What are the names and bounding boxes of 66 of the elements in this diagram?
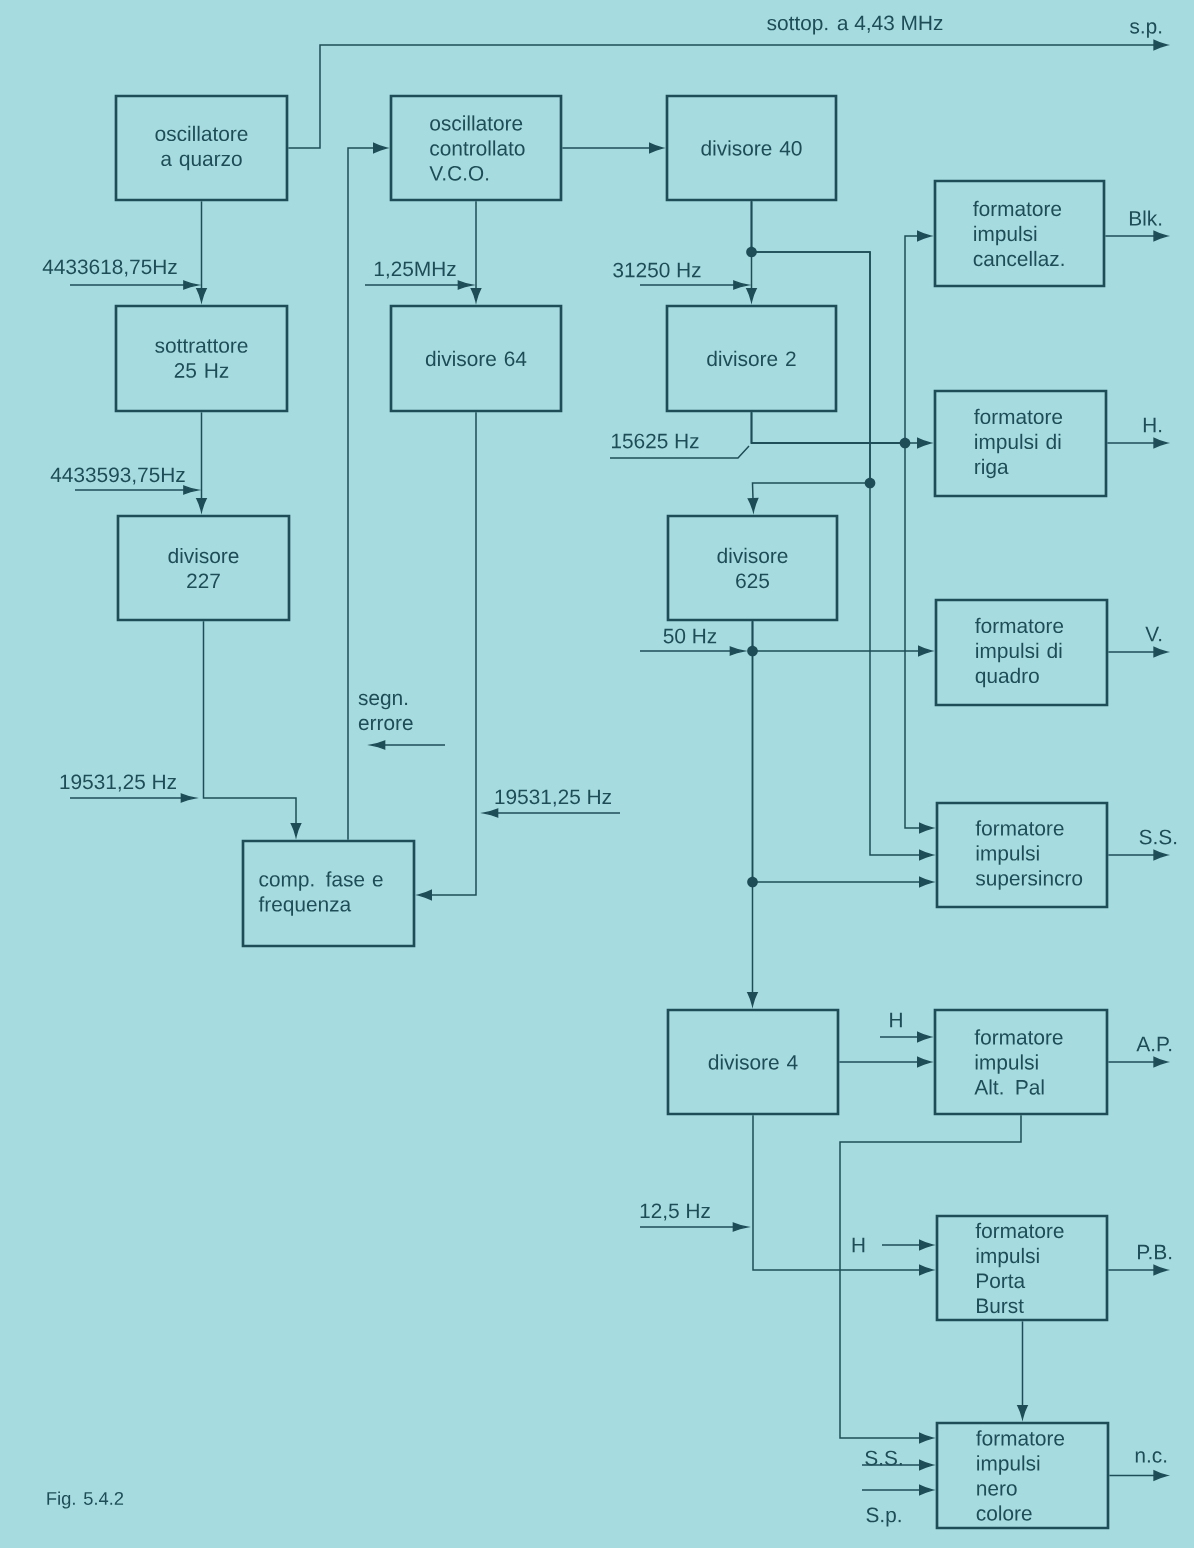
arrow (287, 39, 1168, 149)
block-box: formatore impulsi Porta Burst (935, 1214, 1109, 1322)
figure-caption: Fig. 5.4.2 (47, 1491, 124, 1509)
arrow (861, 1459, 934, 1471)
arrow (1017, 1320, 1028, 1420)
frequency-label: segn. errore (358, 693, 413, 731)
frequency-label: 19531,25 Hz (495, 789, 611, 807)
frequency-label: sottop. a 4,43 MHz (767, 15, 943, 35)
arrow (417, 411, 477, 901)
block-box: formatore impulsi supersincro (935, 801, 1109, 909)
block-box: divisore 2 (665, 304, 838, 413)
frequency-label: 4433593,75Hz (50, 467, 185, 485)
block-box: comp. fase e frequenza (241, 839, 416, 948)
arrow (347, 142, 388, 841)
signal-label: s.p. (1130, 22, 1162, 38)
arrow (196, 411, 207, 513)
block-box: sottrattore 25 Hz (114, 304, 289, 413)
frequency-label: 12,5 Hz (640, 1203, 710, 1221)
block-box: divisore 4 (666, 1008, 840, 1116)
arrow (1108, 1470, 1168, 1481)
frequency-label: 1,25MHz (374, 261, 456, 279)
arrow (1107, 1056, 1168, 1068)
block-box: divisore 625 (666, 514, 839, 622)
block-box: formatore impulsi di quadro (934, 598, 1109, 707)
signal-label: A.P. (1136, 1036, 1172, 1052)
arrow (752, 1114, 934, 1276)
signal-label: S.S. (865, 1450, 902, 1466)
arrow (839, 1114, 1022, 1444)
frequency-label: 19531,25 Hz (60, 774, 176, 792)
signal-label: V. (1145, 626, 1162, 642)
signal-label: H. (1143, 417, 1162, 433)
arrow (838, 1056, 932, 1068)
signal-label: H (852, 1237, 865, 1253)
signal-label: H (890, 1012, 902, 1028)
arrow (750, 411, 934, 834)
arrow (196, 200, 207, 303)
arrow (1107, 1264, 1168, 1276)
block-box: oscillatore a quarzo (114, 94, 289, 202)
arrow (747, 200, 871, 513)
arrow (1106, 437, 1168, 449)
arrow (561, 142, 664, 154)
arrow (470, 200, 482, 303)
arrow (1107, 646, 1168, 658)
frequency-label: 4433618,75Hz (42, 259, 177, 277)
signal-label: n.c. (1135, 1451, 1167, 1463)
arrow (861, 1484, 934, 1496)
arrow (879, 1031, 932, 1043)
arrow (1104, 230, 1168, 242)
signal-label: S.S. (1139, 829, 1177, 845)
block-box: divisore 227 (116, 514, 291, 622)
arrow (202, 620, 302, 838)
signal-label: Blk. (1129, 210, 1162, 226)
block-box: divisore 40 (665, 94, 838, 202)
block-box: formatore impulsi di riga (933, 389, 1108, 498)
block-box: oscillatore controllato V.C.O. (389, 94, 563, 202)
block-box: formatore impulsi cancellaz. (933, 179, 1106, 288)
block-box: formatore impulsi nero colore (935, 1421, 1110, 1530)
frequency-label: 31250 Hz (613, 262, 701, 278)
arrow (881, 1239, 934, 1251)
arrow (1107, 849, 1168, 861)
block-box: formatore impulsi Alt. Pal (933, 1008, 1109, 1116)
arrow (747, 620, 758, 1007)
signal-label: S.p. (866, 1507, 901, 1527)
frequency-label: 15625 Hz (612, 433, 699, 449)
signal-label: P.B. (1138, 1244, 1172, 1260)
block-box: divisore 64 (389, 304, 563, 413)
